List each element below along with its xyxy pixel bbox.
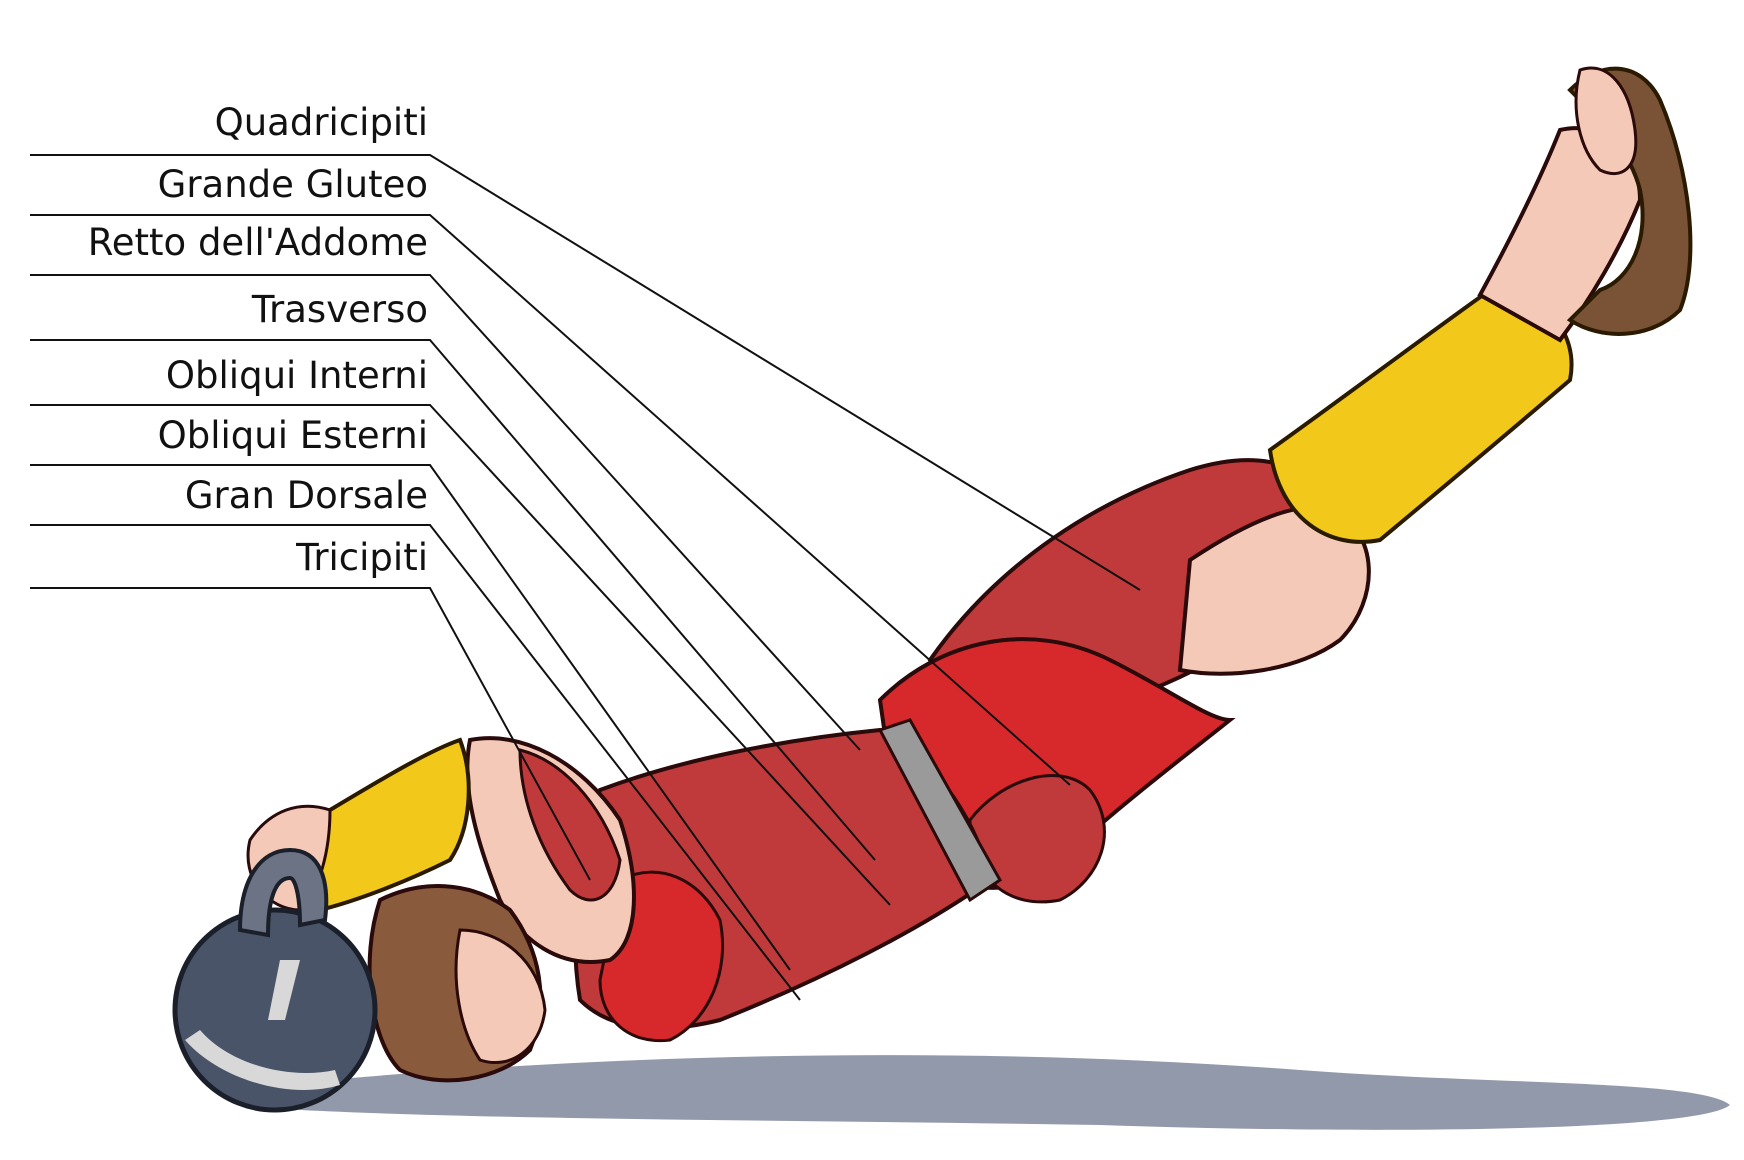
kettlebell-handle — [237, 847, 329, 938]
kettlebell-stripe — [185, 1030, 340, 1090]
foot — [1574, 66, 1638, 176]
face — [454, 928, 547, 1065]
thigh-skin — [1177, 505, 1371, 676]
floor-shadow — [230, 1055, 1730, 1130]
label-quadricipiti: Quadricipiti — [215, 101, 428, 144]
label-gran-dorsale: Gran Dorsale — [185, 474, 428, 517]
label-trasverso: Trasverso — [251, 288, 428, 331]
label-tricipiti: Tricipiti — [295, 536, 428, 579]
knee-band — [1267, 287, 1574, 544]
label-obliqui-interni: Obliqui Interni — [166, 354, 428, 397]
leader-line-trasverso — [30, 339, 876, 861]
leader-line-obliqui-interni — [30, 404, 891, 906]
leader-line-grande-gluteo — [30, 214, 1071, 786]
kettlebell-stripe-2 — [268, 960, 300, 1020]
leader-line-tricipiti — [30, 587, 591, 881]
leader-line-gran-dorsale — [30, 524, 801, 1001]
label-obliqui-esterni: Obliqui Esterni — [158, 414, 428, 457]
label-grande-gluteo: Grande Gluteo — [158, 163, 428, 206]
waist-band — [877, 718, 1002, 903]
figure — [172, 66, 1693, 1113]
glute-muscle — [968, 774, 1106, 904]
triceps-muscle — [518, 748, 622, 902]
label-retto-addome: Retto dell'Addome — [88, 221, 428, 264]
leader-line-obliqui-esterni — [30, 464, 791, 971]
leader-line-quadricipiti — [30, 154, 1141, 591]
sandal — [1566, 66, 1693, 336]
leader-line-retto-addome — [30, 274, 861, 751]
